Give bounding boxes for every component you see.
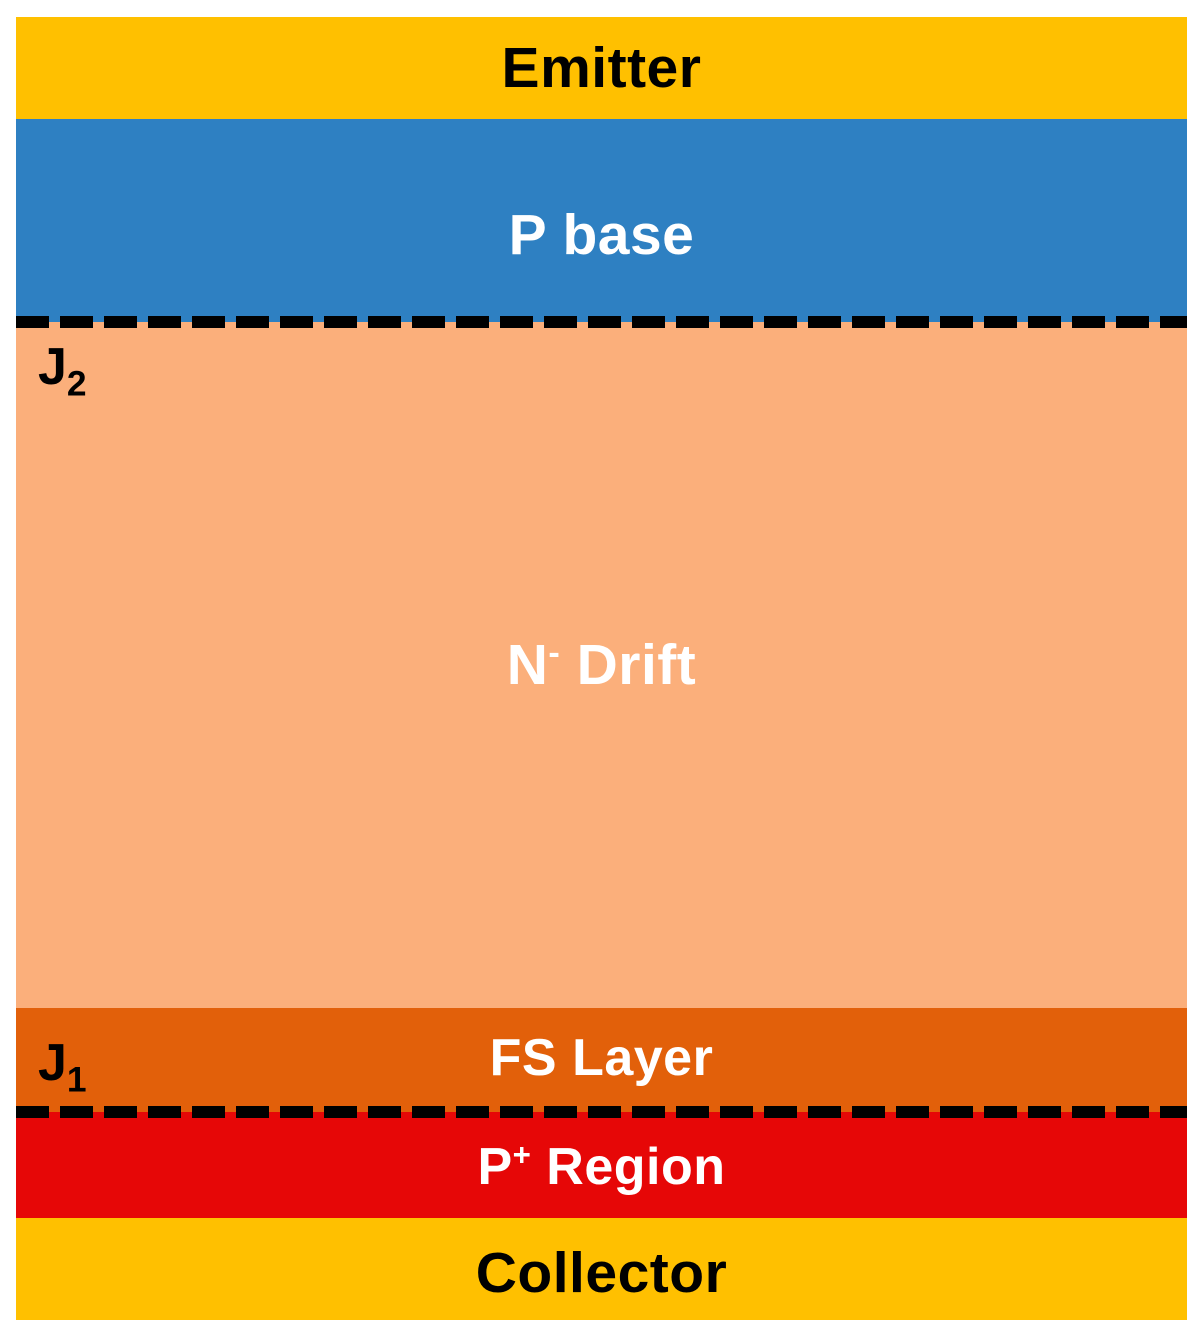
layer-fs-label: FS Layer xyxy=(489,1029,714,1087)
layer-p-plus-region-label-rest: Region xyxy=(531,1138,726,1196)
layer-emitter: Emitter xyxy=(16,17,1187,119)
layer-collector-label: Collector xyxy=(475,1240,728,1305)
layer-p-base-label: P base xyxy=(508,203,695,267)
junction-line-j2 xyxy=(16,316,1187,328)
junction-label-j1-main: J xyxy=(38,1034,67,1092)
device-cross-section-diagram: Emitter P base N- Drift FS Layer P+ Regi… xyxy=(16,17,1187,1320)
layer-fs: FS Layer xyxy=(16,1008,1187,1112)
layer-p-plus-region-label-main: P xyxy=(477,1138,513,1196)
layer-collector: Collector xyxy=(16,1218,1187,1320)
layer-n-drift-label: N- Drift xyxy=(507,633,697,694)
layer-n-drift-label-superscript: - xyxy=(548,633,561,672)
layer-n-drift-label-rest: Drift xyxy=(560,632,697,697)
layer-n-drift: N- Drift xyxy=(16,322,1187,1008)
junction-label-j1: J1 xyxy=(38,1034,87,1098)
junction-line-j1 xyxy=(16,1106,1187,1118)
layer-p-plus-region-label-superscript: + xyxy=(512,1137,532,1173)
layer-emitter-label: Emitter xyxy=(501,35,702,100)
junction-label-j1-subscript: 1 xyxy=(66,1060,87,1100)
layer-n-drift-label-main: N xyxy=(506,632,549,697)
layer-p-plus-region: P+ Region xyxy=(16,1112,1187,1218)
junction-label-j2-subscript: 2 xyxy=(66,364,87,404)
layer-p-base: P base xyxy=(16,119,1187,322)
junction-label-j2: J2 xyxy=(38,338,87,402)
layer-p-plus-region-label: P+ Region xyxy=(477,1137,726,1196)
junction-label-j2-main: J xyxy=(38,338,67,396)
